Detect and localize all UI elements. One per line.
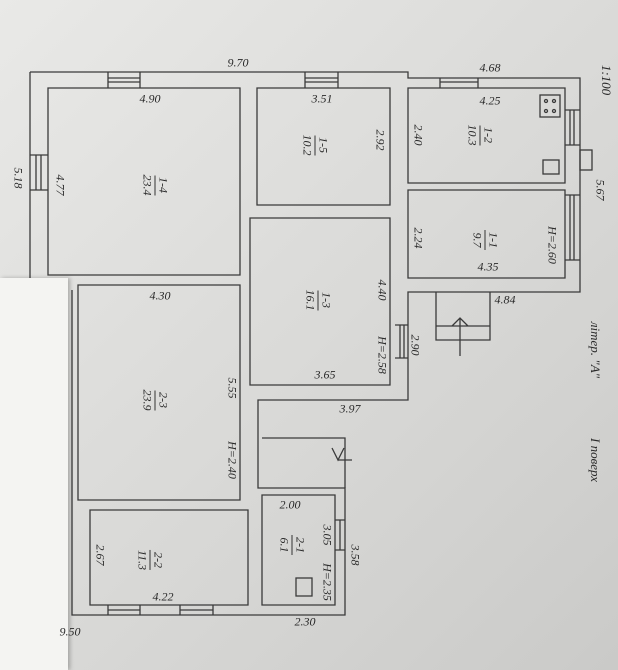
dim-right: 5.67 bbox=[593, 179, 608, 201]
room-1-4-width: 4.90 bbox=[139, 91, 161, 106]
scale-label: 1:100 bbox=[599, 64, 614, 96]
dim-358: 3.58 bbox=[348, 544, 363, 566]
dim-top: 9.70 bbox=[227, 55, 249, 70]
room-2-1-width: 2.00 bbox=[279, 497, 301, 512]
room-1-3-width: 3.65 bbox=[314, 367, 336, 382]
room-1-5-width: 3.51 bbox=[311, 91, 333, 106]
room-2-1-height: H=2.35 bbox=[320, 563, 335, 601]
room-2-2-width: 4.22 bbox=[152, 589, 174, 604]
room-1-2-length: 2.40 bbox=[411, 124, 426, 146]
room-1-4-length: 4.77 bbox=[53, 174, 68, 196]
room-2-1-length: 3.05 bbox=[320, 524, 335, 546]
dim-290: 2.90 bbox=[408, 334, 423, 356]
paper-overlay bbox=[0, 278, 68, 670]
dim-230: 2.30 bbox=[294, 614, 316, 629]
room-1-1-width: 4.35 bbox=[477, 259, 499, 274]
dim-397: 3.97 bbox=[339, 401, 361, 416]
liter-label: літер. "А" bbox=[588, 321, 603, 379]
room-1-3-length: 4.40 bbox=[375, 279, 390, 301]
dim-porch: 4.84 bbox=[494, 292, 516, 307]
room-1-2-width: 4.25 bbox=[479, 93, 501, 108]
room-2-3-length: 5.55 bbox=[225, 377, 240, 399]
dim-top-right: 4.68 bbox=[479, 60, 501, 75]
floor-label: I поверх bbox=[588, 437, 603, 483]
dim-bottom: 9.50 bbox=[59, 624, 81, 639]
dim-left: 5.18 bbox=[11, 167, 26, 189]
room-2-3-height: H=2.40 bbox=[225, 441, 240, 479]
room-1-5-length: 2.92 bbox=[373, 129, 388, 151]
room-1-1-height: H=2.60 bbox=[545, 226, 560, 264]
room-1-1-length: 2.24 bbox=[411, 227, 426, 249]
room-2-3-width: 4.30 bbox=[149, 288, 171, 303]
room-2-2-length: 2.67 bbox=[93, 544, 108, 566]
room-1-3-height: H=2.58 bbox=[375, 336, 390, 374]
